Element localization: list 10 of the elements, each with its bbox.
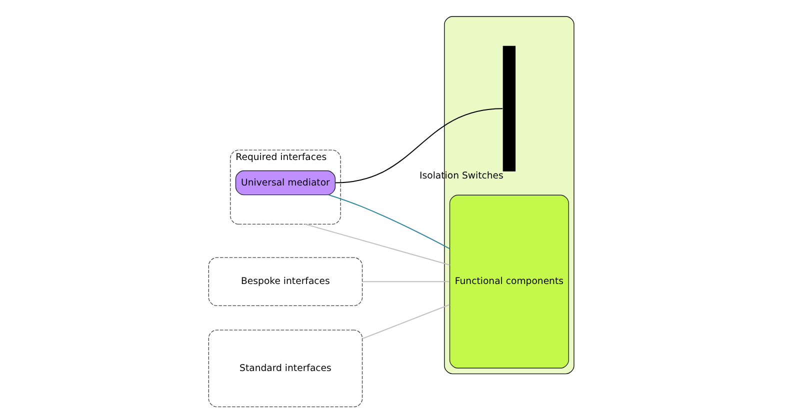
connector xyxy=(361,281,450,282)
connector xyxy=(334,108,503,184)
connector xyxy=(328,194,450,250)
connector xyxy=(361,304,450,340)
node-bar xyxy=(502,46,516,172)
connector xyxy=(304,224,450,266)
node-box: Functional components xyxy=(448,194,568,368)
node-box: Universal mediator xyxy=(234,170,336,196)
node-box: Bespoke interfaces xyxy=(208,257,362,306)
node-box: Standard interfaces xyxy=(208,330,362,408)
